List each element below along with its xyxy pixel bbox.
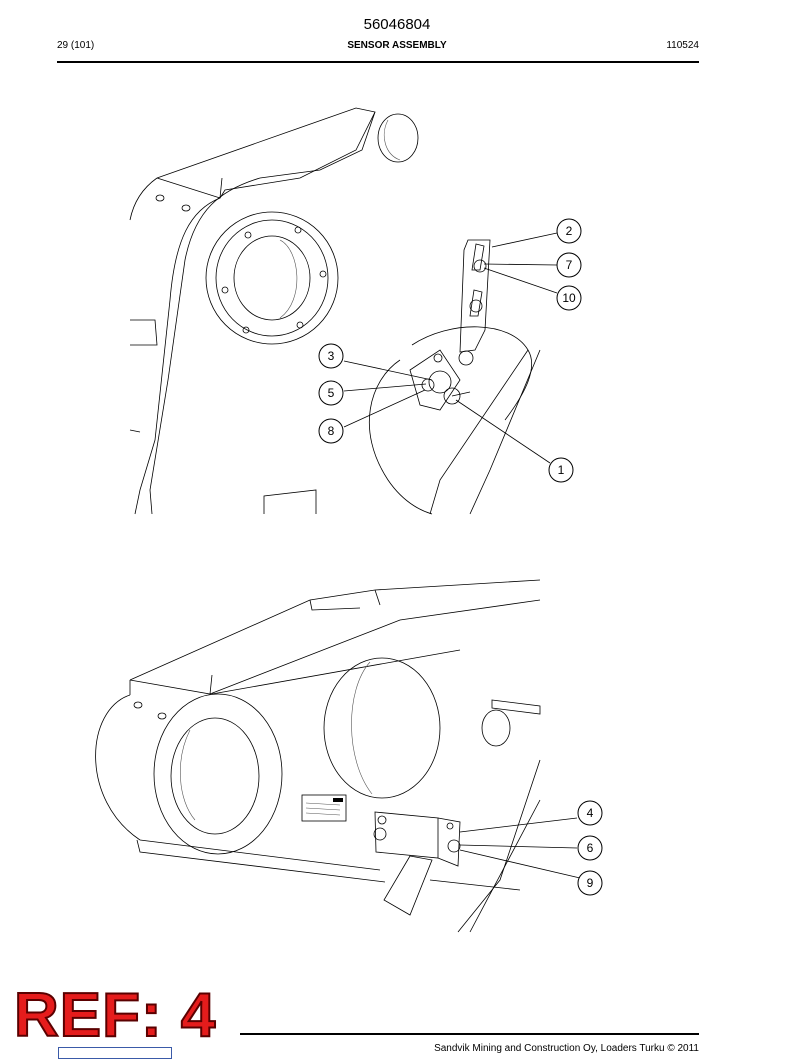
svg-text:3: 3: [328, 349, 335, 363]
page-number: 29 (101): [57, 40, 95, 51]
callout-7: 7: [556, 252, 582, 278]
footer-rule: [240, 1033, 699, 1035]
callout-6: 6: [577, 835, 603, 861]
top-assembly-view: [129, 107, 541, 515]
svg-text:2: 2: [566, 224, 573, 238]
footer-copyright: Sandvik Mining and Construction Oy, Load…: [434, 1043, 699, 1054]
callout-5: 5: [318, 380, 344, 406]
callout-3: 3: [318, 343, 344, 369]
svg-text:5: 5: [328, 386, 335, 400]
svg-text:8: 8: [328, 424, 335, 438]
callout-1: 1: [548, 457, 574, 483]
revision-code: 110524: [666, 40, 699, 51]
callout-8: 8: [318, 418, 344, 444]
svg-text:4: 4: [587, 806, 594, 820]
svg-text:7: 7: [566, 258, 573, 272]
page-title: SENSOR ASSEMBLY: [347, 40, 447, 51]
svg-text:1: 1: [558, 463, 565, 477]
bottom-assembly-view: [95, 579, 541, 933]
svg-text:6: 6: [587, 841, 594, 855]
svg-text:9: 9: [587, 876, 594, 890]
callout-2: 2: [556, 218, 582, 244]
callout-10: 10: [556, 285, 582, 311]
svg-text:10: 10: [562, 291, 576, 305]
document-number: 56046804: [363, 16, 431, 33]
header-rule: [57, 61, 699, 63]
callout-9: 9: [577, 870, 603, 896]
callout-4: 4: [577, 800, 603, 826]
reference-stamp: REF: 4: [13, 981, 217, 1050]
